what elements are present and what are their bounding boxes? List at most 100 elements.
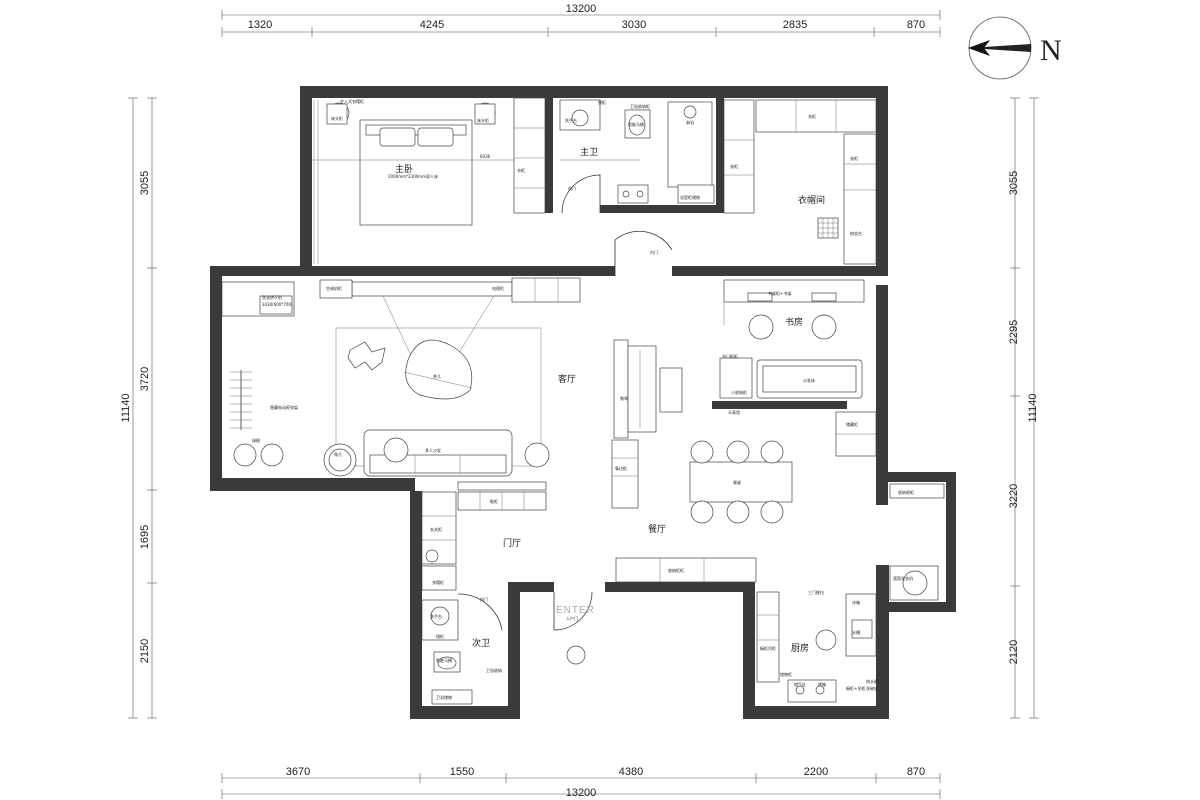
label-plants: 绿植 [252, 437, 260, 443]
dim-top-2: 4245 [420, 19, 444, 31]
dim-right-3: 3220 [1008, 484, 1020, 508]
room-study: 书房 [785, 316, 803, 328]
label-dishwasher: 洗碗机 [866, 685, 878, 691]
top-dimensions: 13200 1320 4245 3030 2835 870 [221, 3, 941, 37]
dim-right-4: 2120 [1008, 640, 1020, 664]
bedroom-closet [513, 97, 546, 214]
dim-bottom-5: 870 [907, 766, 925, 778]
label-drying-rack: 隐藏电动晾衣架 [270, 404, 298, 410]
label-bed-dim: 6036 [480, 154, 491, 159]
dim-right-total: 11140 [1027, 394, 1039, 423]
room-dining: 餐厅 [648, 523, 666, 535]
walls [210, 86, 956, 719]
left-dimensions: 11140 3055 3720 1695 2150 [120, 97, 157, 719]
label-dresser: 梳妆台 [850, 230, 862, 236]
room-second-bath: 次卫 [472, 637, 490, 649]
rug-decor [347, 341, 386, 371]
dim-top-5: 870 [907, 19, 925, 31]
label-wardrobe-small: 衣帽柜 [432, 579, 444, 585]
label-washer-size: 3434(600*700) [262, 302, 293, 307]
label-oven: 烤箱 [818, 681, 826, 687]
label-bath2-cabinet: 卫浴收纳 [486, 667, 502, 673]
label-entry-door: 入户门 [566, 615, 578, 621]
label-study-small: 小收纳柜 [731, 389, 747, 395]
dim-top-3: 3030 [622, 19, 646, 31]
dim-bottom-1: 3670 [286, 766, 310, 778]
dim-bottom-total: 13200 [566, 787, 597, 799]
label-bed: 2000mm*2300mm双人床 [388, 173, 438, 179]
piano [613, 339, 629, 439]
room-kitchen: 厨房 [791, 642, 809, 654]
label-bath-shower: 淋浴 [686, 119, 694, 125]
label-stove: 燃气灶 [794, 681, 806, 687]
enter-text: ENTER [556, 605, 595, 616]
label-wardrobe-top: 步入式衣帽柜 [340, 98, 364, 104]
label-tea-table: 茶几 [433, 373, 441, 379]
label-inner-door-1: 内门 [568, 185, 576, 191]
right-balcony: 收纳晾柜 滚筒洗衣机 [889, 483, 945, 601]
label-closet-right: 衣柜 [850, 155, 858, 161]
bottom-dimensions: 3670 1550 4380 2200 870 13200 [221, 766, 941, 799]
dim-left-1: 3055 [139, 171, 151, 195]
dim-top-4: 2835 [783, 19, 807, 31]
label-study-low: 半高墙 [728, 409, 740, 415]
label-bath-basin: 洗手台 [565, 117, 577, 123]
label-side-table-l: 床头柜 [331, 115, 343, 121]
dim-bottom-3: 4380 [619, 766, 643, 778]
label-bath2-basin: 洗手台 [430, 613, 442, 619]
label-storage-cabinet: 收纳柜柜 [668, 567, 684, 573]
cloakroom: 衣帽间 衣柜 衣柜 衣柜 梳妆台 内门 [614, 99, 877, 276]
label-closet-tall: 衣柜 [517, 167, 525, 173]
foyer: 鞋柜 玄关柜 门厅 入户门 ENTER [421, 481, 595, 665]
label-bath2-door: 内门 [480, 596, 488, 602]
label-bath-storage: 卫浴收纳柜 [630, 103, 650, 109]
dim-left-3: 1695 [139, 525, 151, 549]
person-entering-icon [566, 645, 586, 665]
room-master-bath: 主卫 [580, 146, 598, 158]
label-kitchen-base: 橱柜+吊柜 [846, 685, 865, 691]
label-bath-bottom: 浴室柜储物 [680, 194, 700, 200]
label-laundry: 收纳晾柜 [898, 489, 914, 495]
dim-left-4: 2150 [139, 639, 151, 663]
left-balcony: 洗衣烘干机 3434(600*700) 隐藏电动晾衣架 绿植 [221, 281, 298, 467]
dim-bottom-2: 1550 [450, 766, 474, 778]
dim-right-2: 2295 [1008, 320, 1020, 344]
person-kitchen-icon [815, 629, 837, 651]
label-kitchen-storage2: 储物柜 [780, 671, 792, 677]
person-icon [383, 437, 409, 463]
dim-top-total: 13200 [566, 3, 597, 15]
room-foyer: 门厅 [503, 537, 521, 549]
label-piano: 钢琴 [620, 395, 628, 401]
right-dimensions: 3055 2295 3220 2120 11140 [1008, 97, 1039, 719]
label-tv: 电视柜 [492, 285, 504, 291]
label-fridge: 冰箱 [852, 599, 860, 605]
bed [359, 119, 473, 226]
label-side-table: 角几 [334, 451, 342, 457]
label-bath2-storage: 卫浴储物 [436, 694, 452, 700]
label-bath-cabinet: 镜柜 [598, 99, 606, 105]
label-bath2-toilet: 智能马桶 [436, 657, 452, 663]
dim-top-1: 1320 [248, 19, 272, 31]
north-compass: N [968, 16, 1062, 80]
living-room: 空调机柜 电视柜 茶几 多人沙发 角几 客厅 [319, 277, 581, 477]
kitchen: 橱柜吊柜 冰箱 水槽 燃气灶 烤箱 橱柜+吊柜 热水器 洗碗机 三门推拉 储物柜… [756, 589, 878, 703]
study: 书房 书桌柜+书架 沙发床 书门柜柜 小收纳柜 半高墙 储藏柜 [719, 279, 877, 457]
label-foyer-cabinet: 玄关柜 [430, 526, 442, 532]
tea-table [405, 339, 473, 400]
master-bath: 主卫 洗手台 镜柜 智能马桶 卫浴收纳柜 淋浴 浴室柜储物 内门 [559, 99, 715, 214]
dim-bottom-4: 2200 [804, 766, 828, 778]
label-kitchen-door: 三门推拉 [808, 589, 824, 595]
label-bath-toilet: 智能马桶 [628, 121, 644, 127]
room-master-bedroom: 主卧 [395, 163, 413, 175]
room-cloakroom: 衣帽间 [798, 194, 825, 206]
label-side-table-r: 床头柜 [477, 117, 489, 123]
label-kitchen-storage: 橱柜吊柜 [760, 645, 776, 651]
label-closet-top: 衣柜 [808, 113, 816, 119]
dim-right-1: 3055 [1008, 171, 1020, 195]
master-bedroom: 主卧 2000mm*2300mm双人床 6036 步入式衣帽柜 床头柜 床头柜 … [312, 97, 546, 264]
label-closet-side: 衣柜 [730, 163, 738, 169]
dining-table [689, 461, 793, 503]
label-shoe-cabinet: 鞋柜 [490, 498, 498, 504]
cloakroom-ottoman [817, 217, 839, 239]
